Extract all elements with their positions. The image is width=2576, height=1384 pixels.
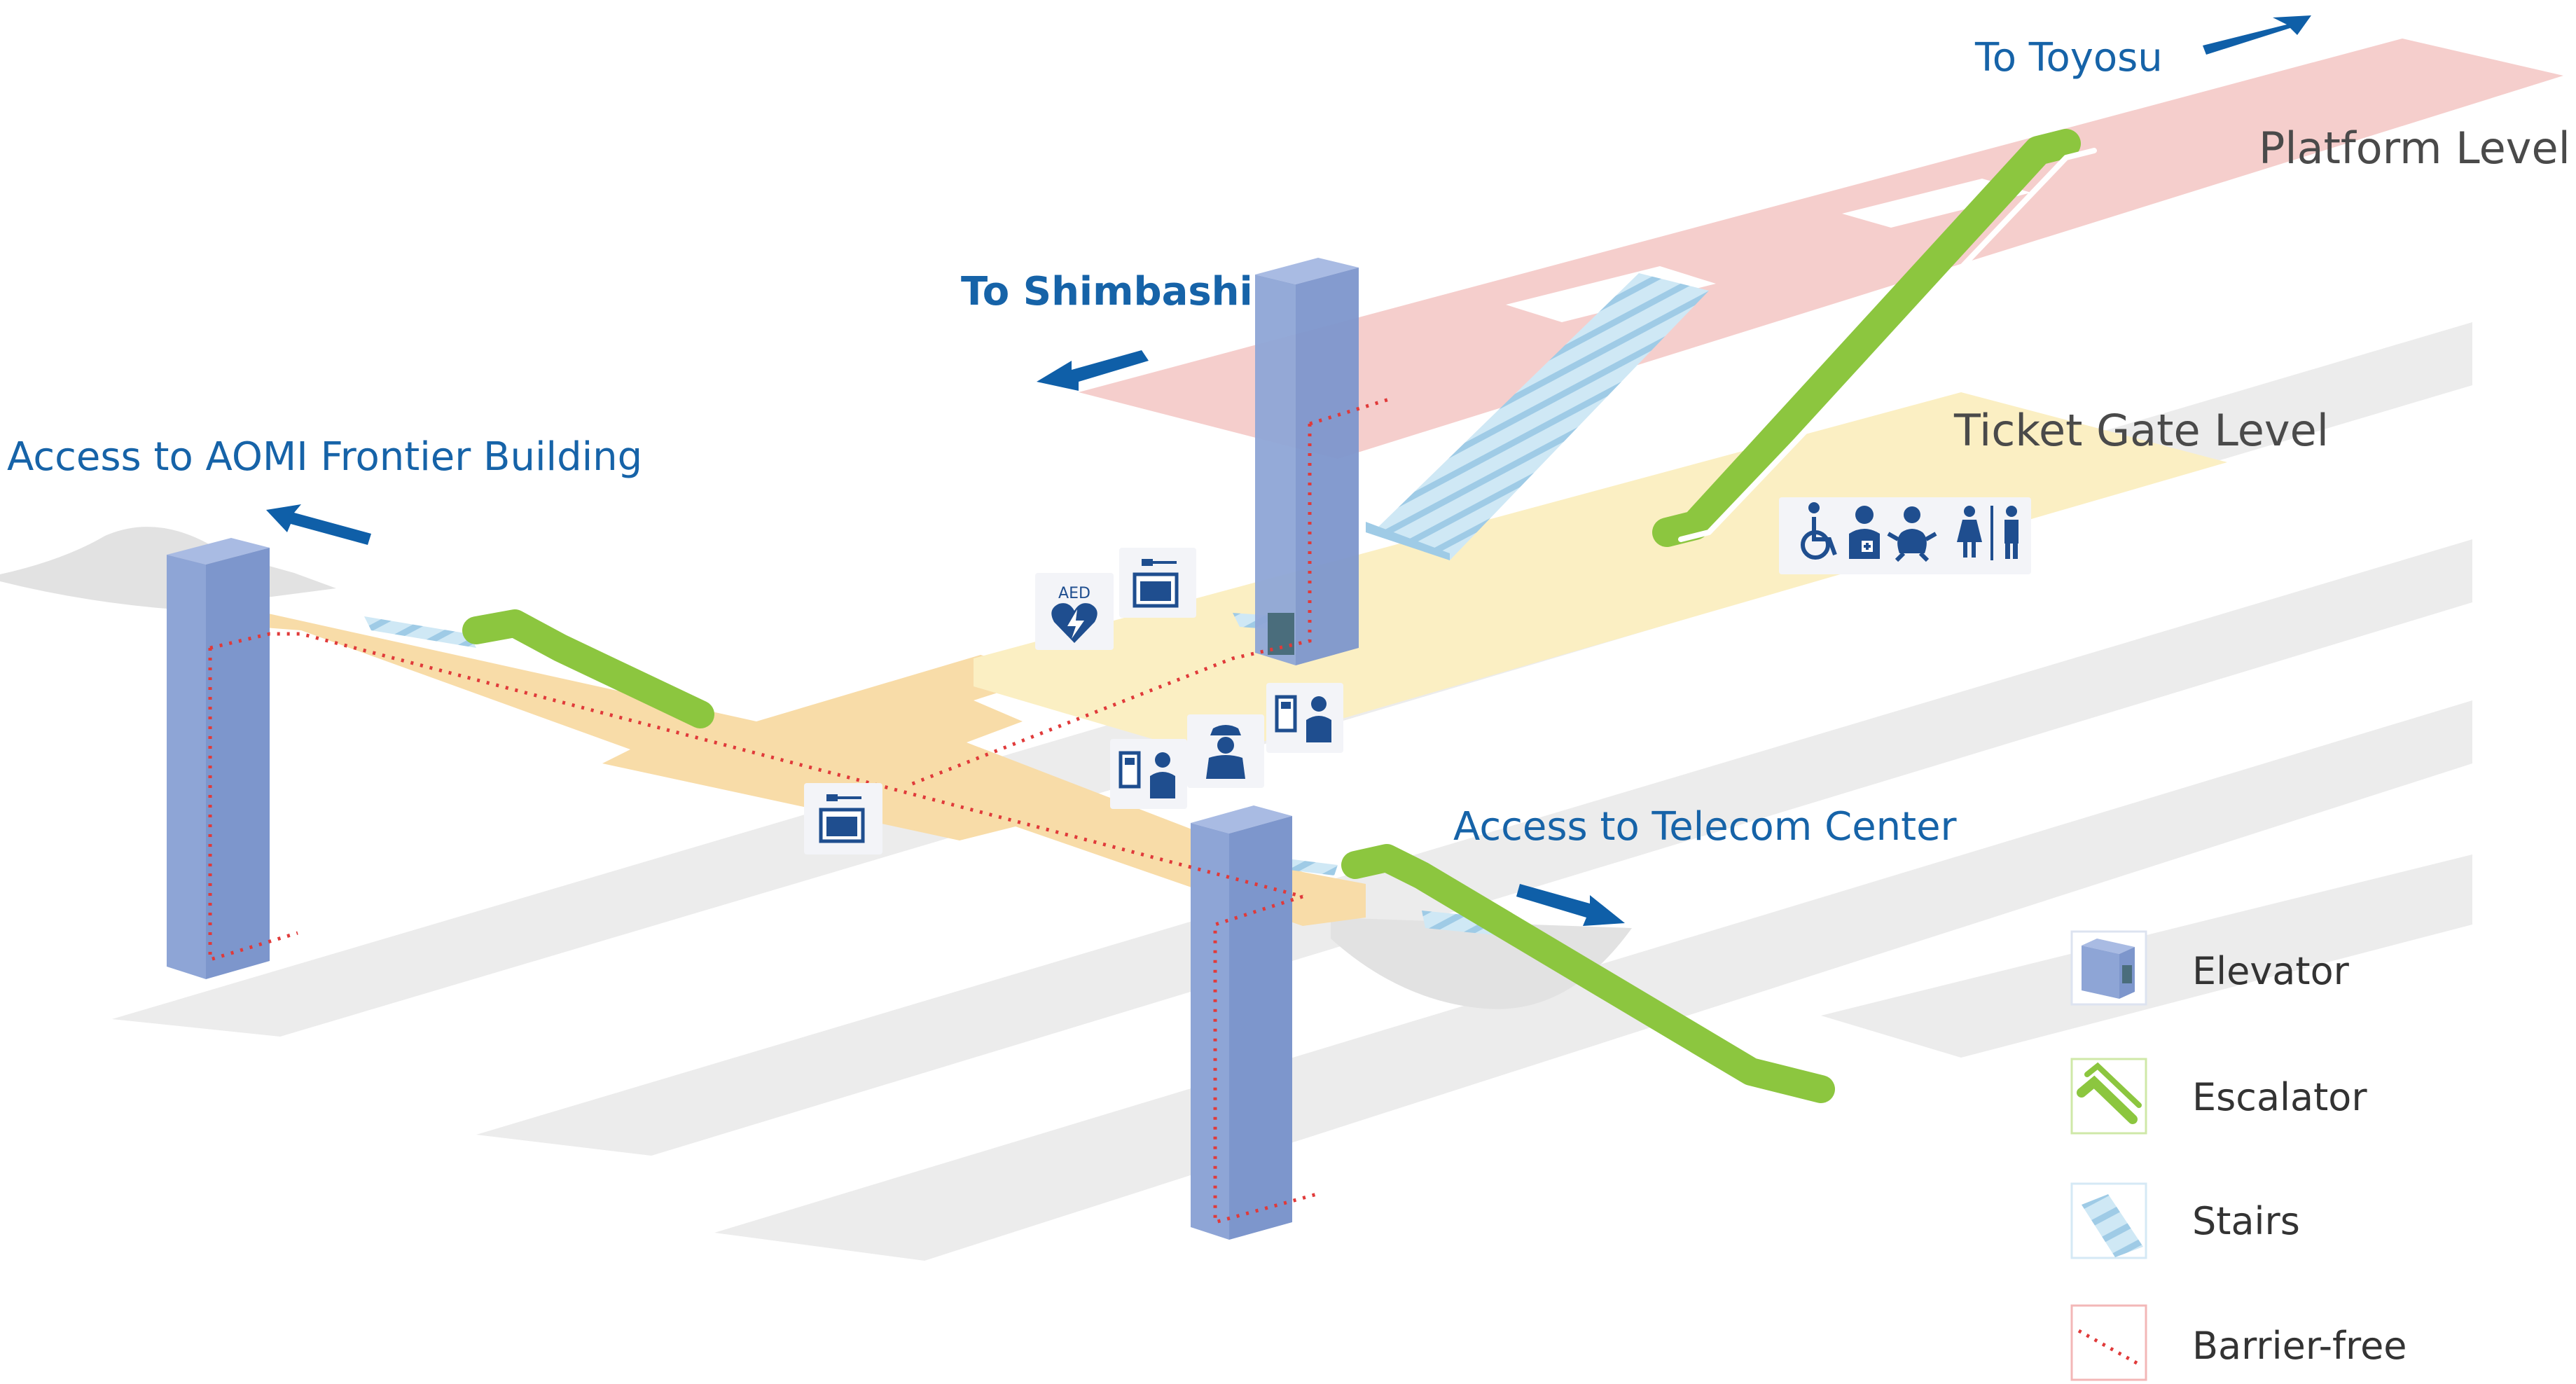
ticket-machine-icon xyxy=(1110,739,1187,809)
barrier-free-legend-icon xyxy=(2070,1304,2147,1381)
locker-icon xyxy=(1119,548,1196,618)
arrow-shimbashi xyxy=(1037,350,1149,391)
ticket-gate-floor xyxy=(974,392,2227,756)
elevators xyxy=(167,258,1359,1240)
access-telecom-label: Access to Telecom Center xyxy=(1453,804,1957,850)
aed-label: AED xyxy=(1058,585,1090,602)
stairs-legend-icon xyxy=(2070,1182,2147,1259)
restroom-icon xyxy=(1957,506,2018,560)
arrow-aomi xyxy=(266,504,371,545)
escalators xyxy=(462,129,2097,1103)
platform-level-label: Platform Level xyxy=(2259,123,2570,174)
legend-escalator-label: Escalator xyxy=(2192,1075,2367,1119)
direction-arrows xyxy=(266,15,2311,926)
escalator-legend-icon xyxy=(2070,1058,2147,1135)
to-toyosu-label: To Toyosu xyxy=(1975,35,2163,81)
escalator-platform xyxy=(1652,129,2081,547)
legend-barrier-free-label: Barrier-free xyxy=(2192,1324,2407,1368)
barrier-free-route xyxy=(208,396,1394,1225)
station-staff-icon xyxy=(1187,714,1264,788)
access-aomi-label: Access to AOMI Frontier Building xyxy=(7,434,643,480)
arrow-toyosu xyxy=(2203,15,2311,55)
arrow-telecom xyxy=(1516,884,1625,926)
elevator-legend-icon xyxy=(2070,930,2147,1006)
ticket-gate-level-label: Ticket Gate Level xyxy=(1954,405,2329,456)
ticket-machine-icon xyxy=(1266,683,1343,753)
baby-care-icon xyxy=(1887,506,1937,562)
facility-icons: AED xyxy=(804,497,2031,854)
wheelchair-icon xyxy=(1801,502,1837,560)
stairs-group xyxy=(364,273,1709,935)
escalator-aomi xyxy=(462,609,714,728)
locker-icon xyxy=(804,783,882,854)
ostomate-icon xyxy=(1849,506,1880,559)
escalator-telecom xyxy=(1341,844,1835,1103)
legend-icons xyxy=(2070,930,2147,1381)
legend-stairs-label: Stairs xyxy=(2192,1199,2300,1243)
to-shimbashi-label: To Shimbashi xyxy=(961,269,1253,314)
legend-elevator-label: Elevator xyxy=(2192,949,2349,993)
aed-icon: AED xyxy=(1035,573,1114,650)
